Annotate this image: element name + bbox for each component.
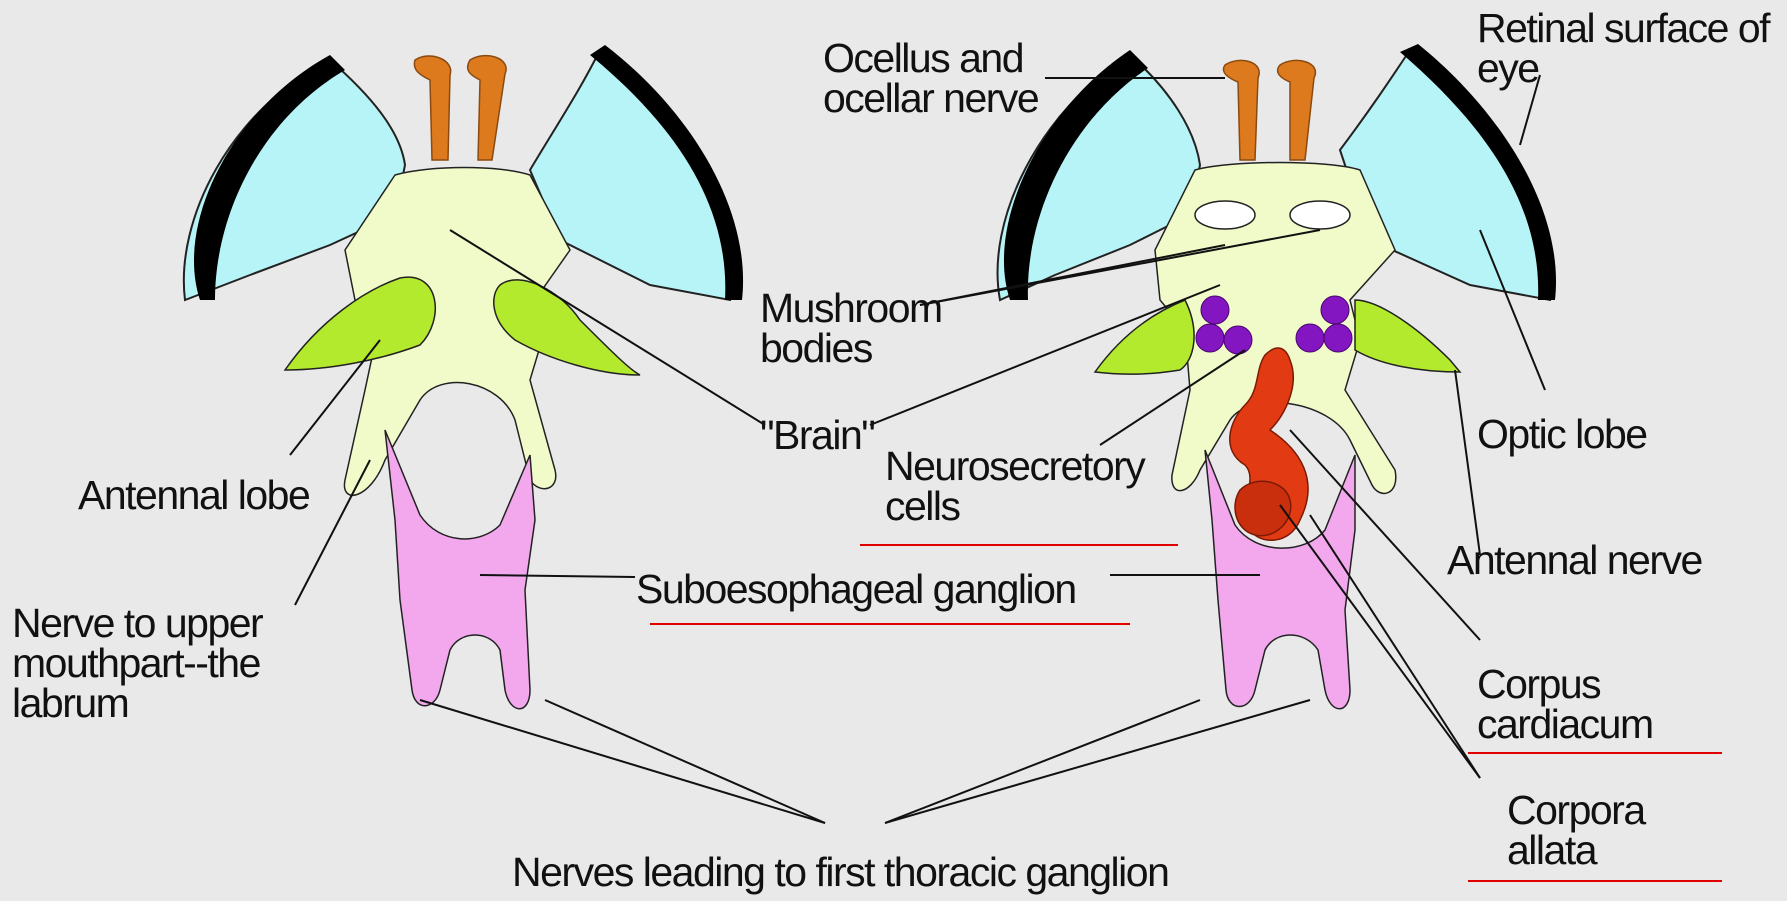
- label-corpora-line1: Corpora: [1507, 790, 1645, 830]
- label-thoracic-nerves: Nerves leading to first thoracic ganglio…: [512, 852, 1168, 892]
- label-antennal-nerve: Antennal nerve: [1447, 540, 1702, 580]
- neurosecretory-cell: [1196, 324, 1224, 352]
- label-brain: "Brain": [760, 415, 874, 455]
- right-brain-antennal-lobe-left: [1095, 300, 1194, 374]
- neurosecretory-cell: [1321, 296, 1349, 324]
- left-brain-ocellar-nerve-left: [414, 56, 450, 160]
- label-corpus-line2: cardiacum: [1477, 704, 1653, 744]
- neurosecretory-cell: [1324, 324, 1352, 352]
- left-brain-suboesophageal-ganglion: [385, 430, 535, 709]
- label-ocellus-line1: Ocellus and: [823, 38, 1038, 78]
- leader-thoracic-1: [420, 700, 825, 823]
- label-corpus-cardiacum: Corpus cardiacum: [1477, 664, 1653, 744]
- right-brain-mushroom-body-right: [1290, 201, 1350, 229]
- label-optic-lobe: Optic lobe: [1477, 414, 1647, 454]
- label-ocellus-line2: ocellar nerve: [823, 78, 1038, 118]
- right-brain: [998, 44, 1556, 709]
- label-neurosecretory-cells: Neurosecretory cells: [885, 446, 1144, 526]
- left-brain-ocellar-nerve-right: [468, 56, 507, 160]
- right-brain-mushroom-body-left: [1195, 201, 1255, 229]
- label-mushroom-line1: Mushroom: [760, 288, 942, 328]
- leader-antennal-nerve: [1455, 370, 1480, 555]
- neurosecretory-cell: [1296, 324, 1324, 352]
- label-retinal-line2: eye: [1477, 48, 1769, 88]
- label-labrum-line3: labrum: [12, 683, 262, 723]
- label-ocellus: Ocellus and ocellar nerve: [823, 38, 1038, 118]
- underline-corpora-allata: [1468, 880, 1722, 882]
- leader-thoracic-4: [885, 700, 1310, 823]
- underline-neurosecretory: [860, 544, 1178, 546]
- label-mushroom-bodies: Mushroom bodies: [760, 288, 942, 368]
- neurosecretory-cell: [1201, 296, 1229, 324]
- right-brain-ocellar-nerve-right: [1278, 60, 1316, 160]
- label-mushroom-line2: bodies: [760, 328, 942, 368]
- leader-thoracic-3: [885, 700, 1200, 823]
- leader-thoracic-2: [545, 700, 825, 823]
- right-brain-antennal-lobe-right: [1355, 300, 1460, 372]
- underline-suboesophageal: [650, 623, 1130, 625]
- label-retinal-line1: Retinal surface of: [1477, 8, 1769, 48]
- label-antennal-lobe: Antennal lobe: [78, 475, 309, 515]
- label-neurosecretory-line1: Neurosecretory: [885, 446, 1144, 486]
- label-corpora-line2: allata: [1507, 830, 1645, 870]
- label-labrum-line2: mouthpart--the: [12, 643, 262, 683]
- label-corpus-line1: Corpus: [1477, 664, 1653, 704]
- underline-corpus-cardiacum: [1468, 752, 1722, 754]
- label-corpora-allata: Corpora allata: [1507, 790, 1645, 870]
- label-neurosecretory-line2: cells: [885, 486, 1144, 526]
- neurosecretory-cell: [1224, 326, 1252, 354]
- label-retinal-surface: Retinal surface of eye: [1477, 8, 1769, 88]
- label-labrum-line1: Nerve to upper: [12, 603, 262, 643]
- label-labrum-nerve: Nerve to upper mouthpart--the labrum: [12, 603, 262, 723]
- label-suboesophageal-ganglion: Suboesophageal ganglion: [636, 569, 1076, 609]
- right-brain-ocellar-nerve-left: [1223, 60, 1259, 160]
